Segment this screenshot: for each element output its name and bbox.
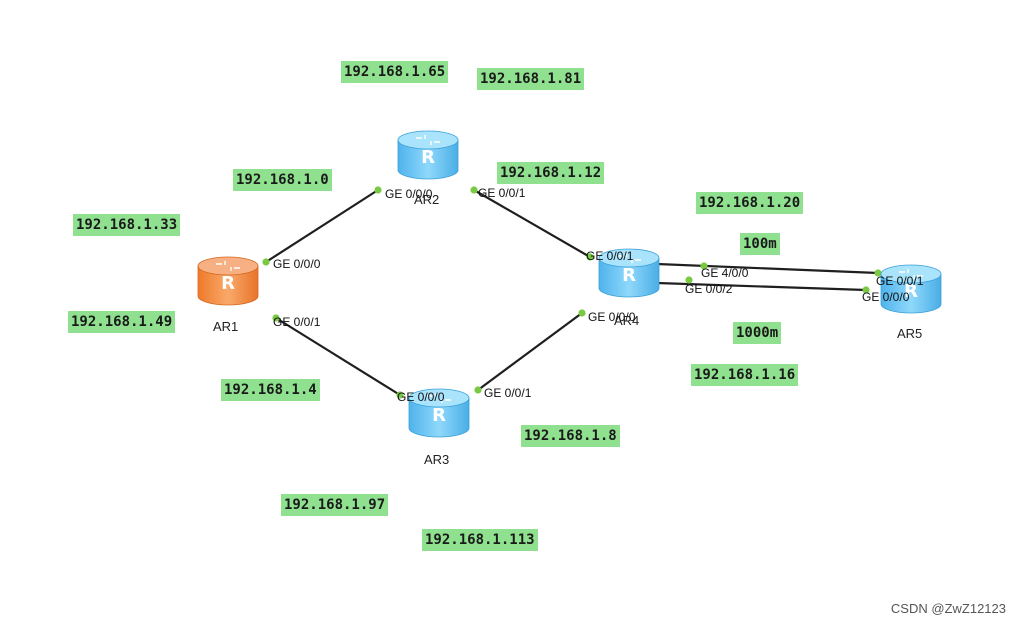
router-name-ar3: AR3 (424, 452, 450, 467)
router-name-ar4: AR4 (614, 313, 640, 328)
router-arrows-icon (617, 253, 641, 263)
network-label: 192.168.1.12 (497, 162, 605, 184)
port-label-ar1-ge001: GE 0/0/1 (273, 315, 321, 329)
port-dot (470, 186, 478, 194)
router-ar1[interactable]: R (197, 256, 259, 306)
router-body (408, 397, 470, 438)
router-icon: R (432, 405, 446, 426)
link-ar1-ar2 (265, 189, 379, 263)
router-icon: R (221, 273, 235, 294)
port-dot (396, 391, 404, 399)
port-dot (374, 186, 382, 194)
port-label-ar2-ge001: GE 0/0/1 (478, 186, 526, 200)
network-label: 192.168.1.4 (221, 379, 320, 401)
router-name-ar5: AR5 (897, 326, 923, 341)
router-arrows-icon (416, 135, 440, 145)
port-label-ar4-ge400: GE 4/0/0 (701, 266, 749, 280)
port-dot (700, 262, 708, 270)
port-label-ar2-ge000: GE 0/0/0 (385, 187, 433, 201)
link-ar4-ar5 (656, 262, 879, 275)
router-icon: R (904, 281, 918, 302)
router-ar3[interactable]: R (408, 388, 470, 438)
port-dot (862, 286, 870, 294)
router-name-ar1: AR1 (213, 319, 239, 334)
link-ar2-ar4 (473, 189, 591, 258)
router-top (397, 130, 459, 150)
routers-layer: R R R R R (197, 130, 942, 438)
port-dot (272, 314, 280, 322)
network-label: 192.168.1.0 (233, 169, 332, 191)
router-ar4[interactable]: R (598, 248, 660, 298)
router-top (598, 248, 660, 268)
port-dot (685, 276, 693, 284)
port-dot (874, 269, 882, 277)
router-top (880, 264, 942, 284)
router-arrows-icon (899, 269, 923, 279)
port-dot (586, 253, 594, 261)
port-dot (474, 386, 482, 394)
port-label-ar4-ge000: GE 0/0/0 (588, 310, 636, 324)
router-body (880, 273, 942, 314)
network-label: 192.168.1.8 (521, 425, 620, 447)
router-icon: R (622, 265, 636, 286)
network-label: 192.168.1.49 (68, 311, 176, 333)
router-arrows-icon (216, 261, 240, 271)
port-dot (578, 309, 586, 317)
router-body (397, 139, 459, 180)
router-ar5[interactable]: R (880, 264, 942, 314)
network-label: 192.168.1.81 (477, 68, 585, 90)
network-label: 192.168.1.97 (281, 494, 389, 516)
links-layer (265, 189, 879, 396)
link-ar4-ar5 (656, 281, 867, 292)
network-label: 192.168.1.16 (691, 364, 799, 386)
router-name-ar2: AR2 (414, 192, 440, 207)
port-dot (262, 258, 270, 266)
network-label: 192.168.1.65 (341, 61, 449, 83)
network-label: 192.168.1.20 (696, 192, 804, 214)
watermark: CSDN @ZwZ12123 (890, 601, 1006, 616)
network-label: 192.168.1.113 (422, 529, 538, 551)
port-label-ar3-ge000: GE 0/0/0 (397, 390, 445, 404)
router-arrows-icon (427, 393, 451, 403)
network-label: 192.168.1.33 (73, 214, 181, 236)
router-body (598, 257, 660, 298)
port-label-ar4-ge002: GE 0/0/2 (685, 282, 733, 296)
port-dots-layer (262, 186, 882, 399)
link-ar1-ar3 (275, 317, 401, 396)
router-ar2[interactable]: R (397, 130, 459, 180)
port-label-ar5-ge001: GE 0/0/1 (876, 274, 924, 288)
port-label-ar3-ge001: GE 0/0/1 (484, 386, 532, 400)
bandwidth-label: 100m (740, 233, 780, 255)
router-body (197, 265, 259, 306)
port-label-ar1-ge000: GE 0/0/0 (273, 257, 321, 271)
router-top (197, 256, 259, 276)
port-label-ar5-ge000: GE 0/0/0 (862, 290, 910, 304)
router-icon: R (421, 147, 435, 168)
router-top (408, 388, 470, 408)
link-ar3-ar4 (477, 312, 583, 391)
bandwidth-label: 1000m (733, 322, 782, 344)
port-label-ar4-ge001: GE 0/0/1 (586, 249, 634, 263)
